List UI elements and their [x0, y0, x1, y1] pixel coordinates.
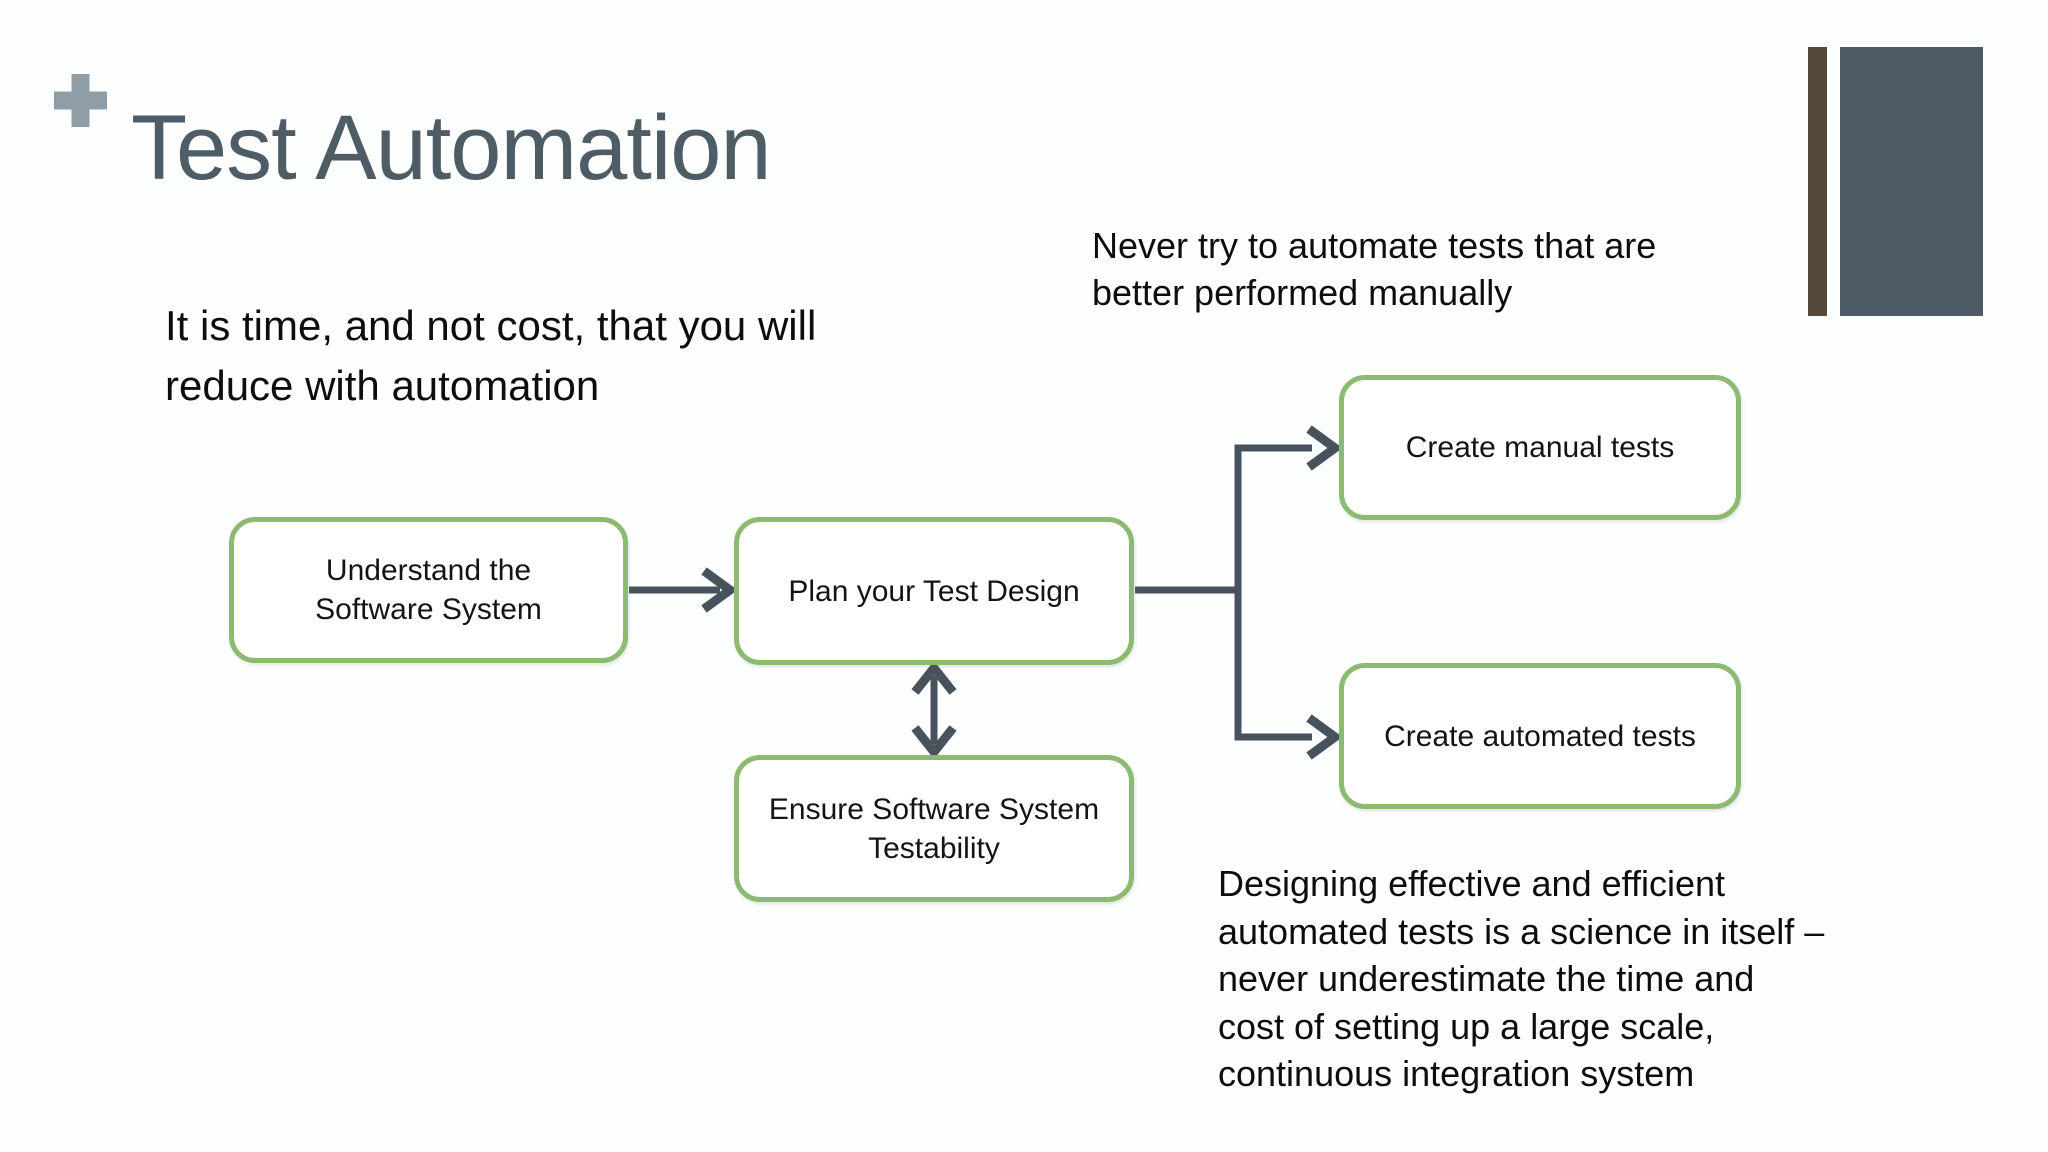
arrowhead-up-into-plan	[911, 660, 957, 695]
flow-node-create-manual-label: Create manual tests	[1405, 431, 1675, 464]
slide-title: Test Automation	[131, 97, 772, 199]
arrowhead-into-create-manual	[1306, 425, 1343, 471]
arrowhead-down-into-ensure	[911, 725, 957, 760]
flow-node-plan: Plan your Test Design	[734, 517, 1134, 665]
flow-node-create-automated-label: Create automated tests	[1384, 719, 1696, 753]
accent-bar-gray	[1840, 47, 1983, 316]
flow-node-create-automated: Create automated tests	[1339, 663, 1741, 809]
accent-bar-brown	[1808, 47, 1827, 316]
plus-icon-horizontal-bar	[54, 91, 107, 110]
flow-node-plan-label: Plan your Test Design	[788, 574, 1080, 608]
plus-icon	[54, 74, 107, 127]
connector-branch-spine	[1234, 444, 1312, 741]
arrowhead-into-create-automated	[1306, 714, 1343, 760]
flow-node-create-manual: Create manual tests	[1339, 375, 1741, 520]
arrowhead-into-plan	[701, 567, 738, 613]
